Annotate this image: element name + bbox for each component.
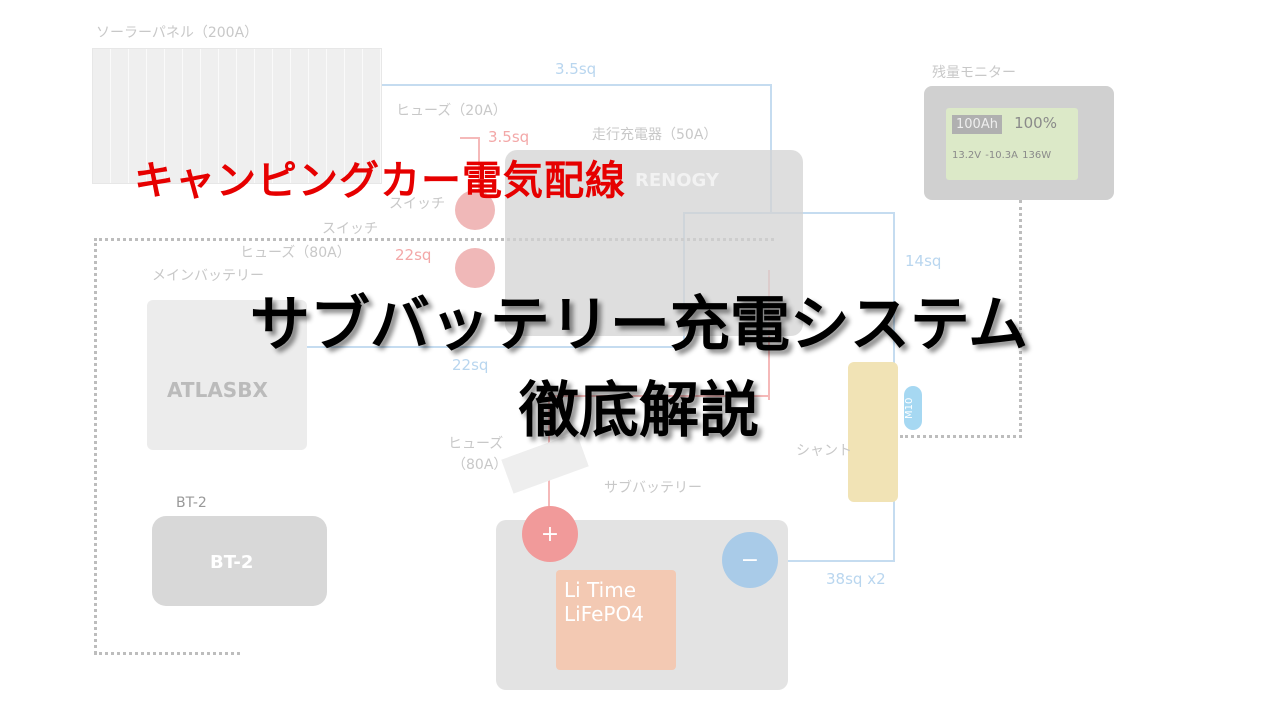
charger-brand: RENOGY [635,170,719,191]
wire-label-3-5sq: 3.5sq [488,128,530,146]
main-battery-image: ATLASBX [147,300,307,450]
label-switch-1: スイッチ [389,196,445,212]
label-fuse-80a-top: ヒューズ（80A） [240,245,351,261]
main-batt-brand: ATLASBX [167,378,268,402]
title-line-2: 徹底解説 [519,376,759,446]
wire-sub-negative [776,560,895,562]
monitor-screen: 100Ah 100% 13.2V -10.3A 136W [946,108,1078,180]
title-line-1: サブバッテリー充電システム [249,290,1029,360]
dotted-bt2-bottom [94,652,240,655]
monitor-ah: 100Ah [952,115,1002,134]
label-fuse-20a: ヒューズ（20A） [396,103,507,119]
label-fuse-80a-2: （80A） [452,457,508,473]
monitor-a: -10.3A [985,150,1018,161]
label-monitor: 残量モニター [932,65,1016,81]
wire-solar-positive [460,137,480,197]
monitor-v: 13.2V [952,150,982,161]
wire-label-38sq: 38sq x2 [826,570,886,588]
label-fuse-80a-1: ヒューズ [448,436,504,452]
switch-1-icon [455,190,495,230]
wire-solar-to-charger [382,84,772,214]
sub-batt-chem: LiFePO4 [564,602,644,626]
label-switch-2: スイッチ [322,221,378,237]
label-sub-battery: サブバッテリー [604,480,702,496]
label-shunt: シャント [796,443,852,459]
label-main-battery: メインバッテリー [152,268,264,284]
dotted-monitor-line [900,200,1022,438]
sub-batt-brand: Li Time [564,578,637,602]
negative-terminal: − [722,532,778,588]
monitor-pct: 100% [1014,114,1057,132]
solar-panel-image [92,48,382,184]
wire-label-14sq: 14sq [905,252,942,270]
wire-label-3-5sq-top: 3.5sq [555,60,597,78]
subtitle: キャンピングカー電気配線 [134,157,626,204]
label-charger: 走行充電器（50A） [592,127,718,143]
label-solar-panel: ソーラーパネル（200A） [96,25,259,41]
dotted-bt2-line [94,238,774,654]
positive-terminal: + [522,506,578,562]
bt2-image: BT-2 [152,516,327,606]
wire-label-22sq-red: 22sq [395,246,432,264]
shunt-image [848,362,898,502]
switch-2-icon [455,248,495,288]
charger-image: RENOGY [505,150,803,336]
bt2-text: BT-2 [210,552,254,573]
wire-label-22sq-blue: 22sq [452,356,489,374]
label-bt2: BT-2 [176,495,207,511]
monitor-w: 136W [1022,150,1052,161]
